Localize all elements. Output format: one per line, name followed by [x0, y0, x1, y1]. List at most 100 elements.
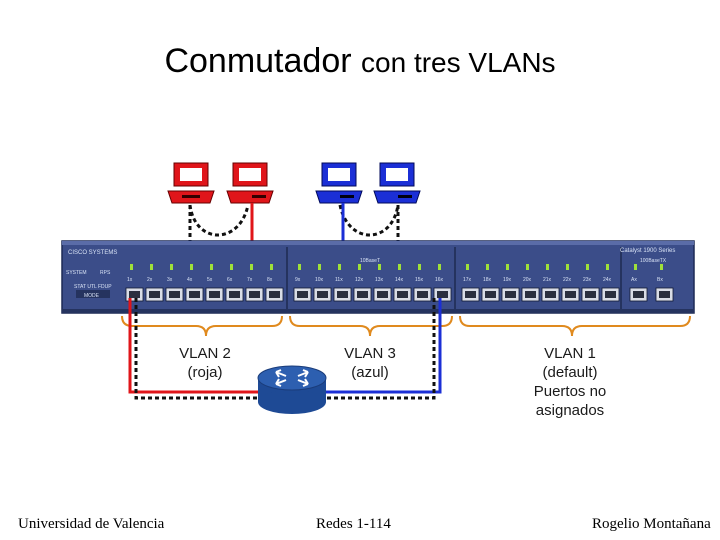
port-led	[506, 264, 509, 270]
computer-blue-1	[315, 162, 363, 204]
port-led	[338, 264, 341, 270]
port-socket	[209, 291, 220, 298]
slide-title: Conmutador con tres VLANs	[0, 42, 720, 81]
port-label: 12x	[355, 277, 364, 283]
port-led	[130, 264, 133, 270]
port-label: 13x	[375, 277, 384, 283]
computer-blue-2	[373, 162, 421, 204]
port-led	[298, 264, 301, 270]
vlan1-sub: (default)	[542, 364, 598, 381]
title-main: Conmutador	[164, 42, 352, 80]
port-socket	[297, 291, 308, 298]
switch-brand: CISCO SYSTEMS	[68, 250, 117, 256]
port-label: 2x	[147, 277, 153, 283]
port-label: 4x	[187, 277, 193, 283]
brace-vlan1	[459, 315, 691, 337]
port-led	[566, 264, 569, 270]
port-label: 24x	[603, 277, 612, 283]
port-led	[358, 264, 361, 270]
port-led	[486, 264, 489, 270]
group-label-right: 100BaseTX	[640, 258, 667, 264]
trunk-cable-red	[128, 298, 262, 394]
port-label: 9x	[295, 277, 301, 283]
port-led	[398, 264, 401, 270]
port-label: 15x	[415, 277, 424, 283]
port-led	[606, 264, 609, 270]
port-socket	[605, 291, 616, 298]
computer-red-1	[167, 162, 215, 204]
port-led	[210, 264, 213, 270]
port-socket	[337, 291, 348, 298]
port-socket	[437, 291, 448, 298]
switch-model: Catalyst 1900 Series	[620, 248, 675, 254]
port-led	[318, 264, 321, 270]
port-socket	[377, 291, 388, 298]
port-socket	[545, 291, 556, 298]
port-led	[170, 264, 173, 270]
port-led	[250, 264, 253, 270]
port-socket	[189, 291, 200, 298]
port-socket	[357, 291, 368, 298]
port-socket	[149, 291, 160, 298]
port-label: 17x	[463, 277, 472, 283]
dashed-cable-red	[188, 204, 250, 237]
indicator-rps: RPS	[100, 270, 111, 276]
port-led	[270, 264, 273, 270]
port-label: 22x	[563, 277, 572, 283]
port-led	[546, 264, 549, 270]
port-label: 14x	[395, 277, 404, 283]
computer-red-2	[226, 162, 274, 204]
port-socket	[229, 291, 240, 298]
vlan2-name: VLAN 2	[179, 345, 231, 362]
port-led	[438, 264, 441, 270]
vlan2-sub: (roja)	[187, 364, 223, 381]
port-socket	[633, 291, 644, 298]
port-socket	[505, 291, 516, 298]
port-led	[586, 264, 589, 270]
footer-right: Rogelio Montañana	[592, 516, 711, 532]
indicator-system: SYSTEM	[66, 270, 87, 276]
router-icon	[257, 365, 327, 414]
port-led	[634, 264, 637, 270]
port-label: 10x	[315, 277, 324, 283]
vlan3-label: VLAN 3 (azul)	[325, 344, 415, 382]
trunk-cable-dashed-2	[322, 298, 436, 400]
port-led	[190, 264, 193, 270]
mode-status: STAT UTL FDUP	[74, 284, 112, 290]
port-label: 21x	[543, 277, 552, 283]
port-led	[526, 264, 529, 270]
trunk-cable-dashed-1	[134, 298, 262, 400]
port-socket	[129, 291, 140, 298]
port-led	[150, 264, 153, 270]
vlan3-sub: (azul)	[351, 364, 389, 381]
port-socket	[317, 291, 328, 298]
footer-left: Universidad de Valencia	[18, 516, 165, 532]
port-label: 19x	[503, 277, 512, 283]
trunk-cable-blue	[322, 298, 442, 394]
port-socket	[465, 291, 476, 298]
port-label: Bx	[657, 277, 663, 283]
port-label: 7x	[247, 277, 253, 283]
port-socket	[659, 291, 670, 298]
vlan1-extra1: Puertos no	[533, 383, 607, 400]
port-socket	[169, 291, 180, 298]
footer-center: Redes 1-114	[316, 516, 391, 532]
port-label: 1x	[127, 277, 133, 283]
port-socket	[525, 291, 536, 298]
port-label: 6x	[227, 277, 233, 283]
port-socket	[585, 291, 596, 298]
port-socket	[565, 291, 576, 298]
port-led	[378, 264, 381, 270]
port-label: 5x	[207, 277, 213, 283]
port-led	[660, 264, 663, 270]
port-led	[418, 264, 421, 270]
dashed-cable-blue	[338, 204, 400, 237]
brace-vlan2	[121, 315, 283, 337]
port-socket	[249, 291, 260, 298]
group-label-mid: 10BaseT	[360, 258, 380, 264]
brace-vlan3	[289, 315, 453, 337]
port-label: 20x	[523, 277, 532, 283]
mode-button[interactable]	[76, 290, 110, 298]
switch-chassis: CISCO SYSTEMS Catalyst 1900 Series SYSTE…	[61, 240, 695, 314]
